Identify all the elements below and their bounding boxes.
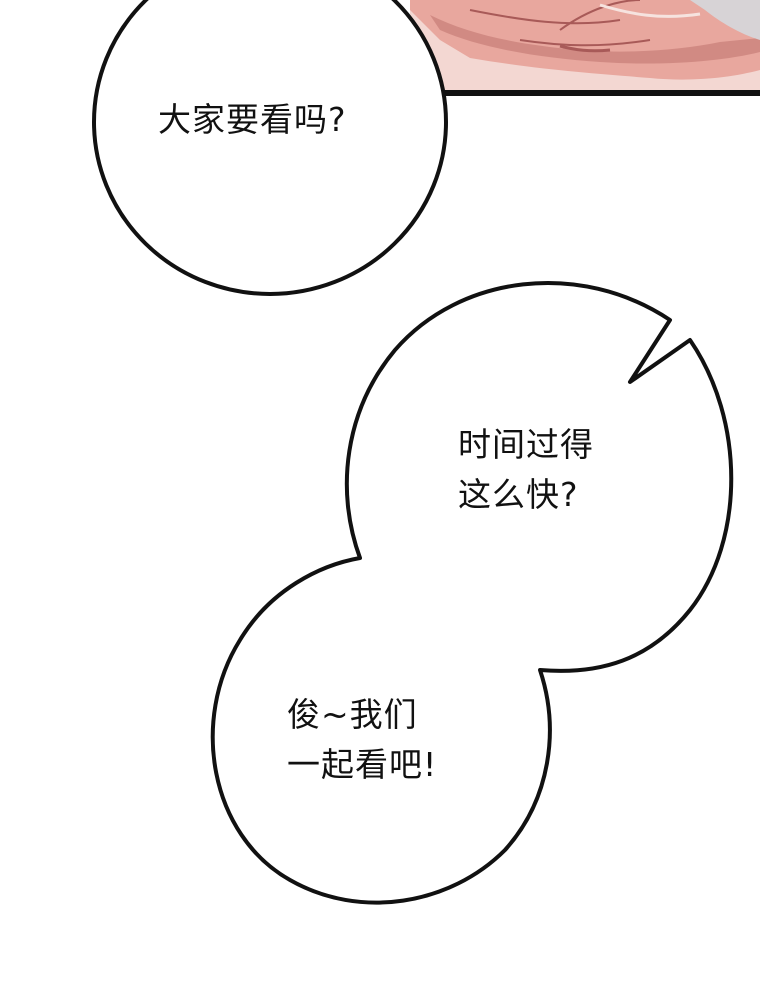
bubble-2-text: 时间过得 这么快? [458,420,594,520]
speech-bubble-1 [92,0,448,296]
hand-dark-edge [559,44,611,53]
bubble-2-line-1: 时间过得 [458,425,594,464]
speech-bubble-2-3 [210,280,734,905]
finger-highlight [599,3,701,18]
bubble-2-line-2: 这么快? [458,475,579,514]
bubble-3-text: 俊~我们 一起看吧! [287,690,437,790]
sleeve-shape [690,0,760,40]
bubble-3-line-2: 一起看吧! [287,745,438,784]
manga-panel [410,0,760,96]
hand-shadow [430,15,760,64]
bubble-1-line-1: 大家要看吗? [158,100,347,139]
bubble-1-text: 大家要看吗? [158,95,347,145]
bubble-3-line-1: 俊~我们 [287,695,418,734]
